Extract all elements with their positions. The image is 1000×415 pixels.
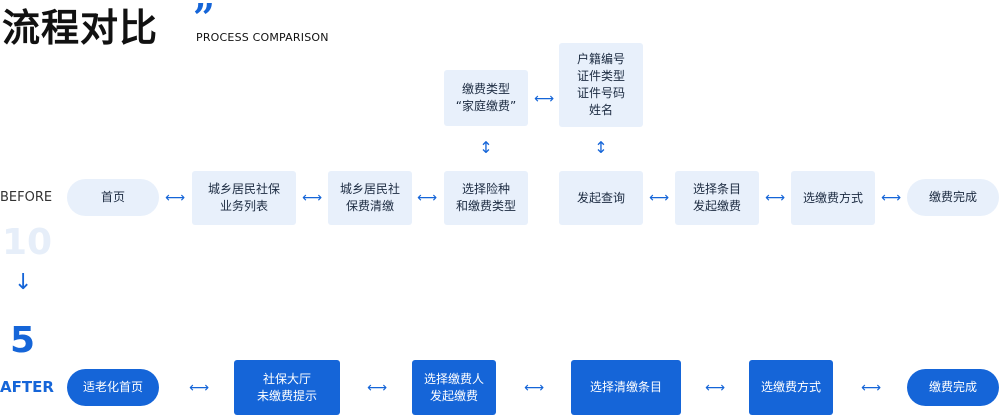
node-text: 和缴费类型 bbox=[455, 199, 516, 213]
after-node-method: 选缴费方式 bbox=[749, 360, 833, 415]
node-text: 选缴费方式 bbox=[802, 190, 863, 205]
before-node-pay: 城乡居民社 保费清缴 bbox=[328, 171, 412, 225]
quote-mark-icon: ” bbox=[193, 0, 215, 40]
node-text: 选择条目 bbox=[692, 182, 741, 196]
before-node-home: 首页 bbox=[67, 179, 159, 216]
right-arrow-icon: ⟷ bbox=[764, 190, 786, 206]
before-node-select: 选择险种 和缴费类型 bbox=[444, 171, 528, 225]
before-node-fields: 户籍编号 证件类型 证件号码 姓名 bbox=[559, 43, 643, 127]
before-node-method: 选缴费方式 bbox=[791, 171, 875, 225]
right-arrow-icon: ⟷ bbox=[301, 190, 323, 206]
node-text: 证件号码 bbox=[576, 86, 625, 100]
after-step-count: 5 bbox=[10, 320, 36, 361]
node-text: 业务列表 bbox=[219, 199, 268, 213]
right-arrow-icon: ⟷ bbox=[533, 91, 555, 107]
node-text: 证件类型 bbox=[576, 69, 625, 83]
right-arrow-icon: ⟷ bbox=[416, 190, 438, 206]
node-text: 户籍编号 bbox=[576, 52, 625, 66]
before-step-count: 10 bbox=[2, 222, 53, 263]
node-text: 选择缴费人 bbox=[423, 371, 484, 386]
before-node-list: 城乡居民社保 业务列表 bbox=[192, 171, 296, 225]
node-text: 发起缴费 bbox=[429, 388, 478, 403]
node-text: 社保大厅 bbox=[262, 371, 311, 386]
right-arrow-icon: ⟷ bbox=[704, 380, 726, 396]
page-title: 流程对比 bbox=[2, 6, 159, 50]
before-label: BEFORE bbox=[0, 190, 53, 205]
down-arrow-icon: ↓ bbox=[14, 270, 33, 295]
before-node-item: 选择条目 发起缴费 bbox=[675, 171, 759, 225]
node-text: 首页 bbox=[100, 190, 125, 204]
node-text: 城乡居民社保 bbox=[207, 182, 280, 196]
node-text: 未缴费提示 bbox=[256, 388, 317, 403]
node-text: 保费清缴 bbox=[345, 199, 394, 213]
before-node-type: 缴费类型 “家庭缴费” bbox=[444, 70, 528, 126]
right-arrow-icon: ⟷ bbox=[164, 190, 186, 206]
before-node-query: 发起查询 bbox=[559, 171, 643, 225]
node-text: 发起查询 bbox=[576, 190, 625, 205]
after-node-done: 缴费完成 bbox=[907, 369, 999, 406]
page-subtitle: PROCESS COMPARISON bbox=[196, 31, 329, 44]
node-text: 缴费类型 bbox=[461, 82, 510, 96]
node-text: 发起缴费 bbox=[692, 199, 741, 213]
after-label: AFTER bbox=[0, 378, 54, 396]
node-text: 适老化首页 bbox=[82, 380, 143, 394]
node-text: “家庭缴费” bbox=[455, 99, 517, 113]
vertical-arrow-icon: ↕ bbox=[594, 138, 608, 157]
after-node-payer: 选择缴费人 发起缴费 bbox=[412, 360, 496, 415]
right-arrow-icon: ⟷ bbox=[880, 190, 902, 206]
before-node-done: 缴费完成 bbox=[907, 179, 999, 216]
right-arrow-icon: ⟷ bbox=[860, 380, 882, 396]
node-text: 选缴费方式 bbox=[760, 380, 821, 394]
right-arrow-icon: ⟷ bbox=[648, 190, 670, 206]
right-arrow-icon: ⟷ bbox=[188, 380, 210, 396]
node-text: 选择清缴条目 bbox=[589, 380, 662, 394]
node-text: 城乡居民社 bbox=[339, 182, 400, 196]
vertical-arrow-icon: ↕ bbox=[479, 138, 493, 157]
after-node-item: 选择清缴条目 bbox=[571, 360, 681, 415]
node-text: 选择险种 bbox=[461, 182, 510, 196]
right-arrow-icon: ⟷ bbox=[523, 380, 545, 396]
node-text: 姓名 bbox=[588, 103, 613, 117]
after-node-hall: 社保大厅 未缴费提示 bbox=[234, 360, 340, 415]
node-text: 缴费完成 bbox=[928, 380, 977, 394]
right-arrow-icon: ⟷ bbox=[366, 380, 388, 396]
node-text: 缴费完成 bbox=[928, 190, 977, 204]
after-node-home: 适老化首页 bbox=[67, 369, 159, 406]
